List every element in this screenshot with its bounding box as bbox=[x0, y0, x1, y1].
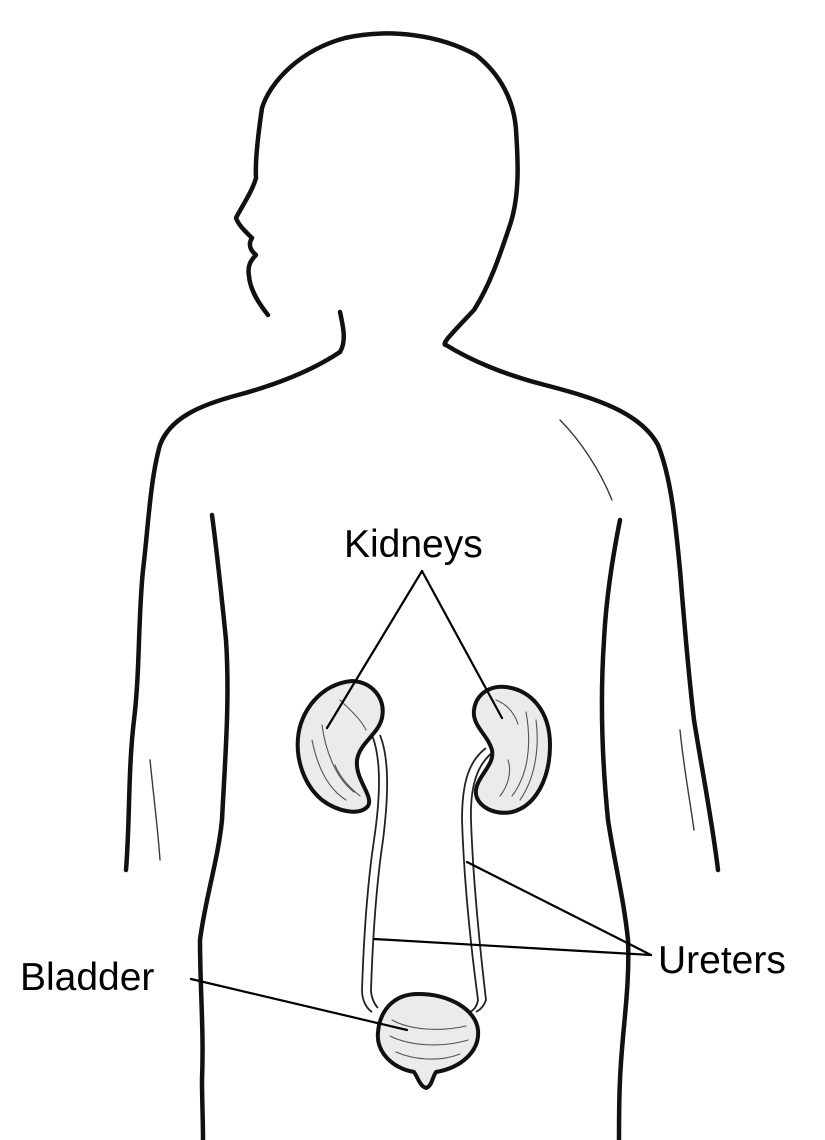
left-ureter bbox=[361, 734, 380, 1013]
kidneys-leader-left bbox=[325, 569, 424, 730]
bladder-label: Bladder bbox=[20, 956, 155, 999]
right-ureter-inner bbox=[470, 751, 494, 1013]
right-kidney-shading-2 bbox=[511, 711, 530, 797]
left-kidney-shape bbox=[295, 679, 385, 814]
head-outline bbox=[233, 31, 520, 348]
leader-lines bbox=[189, 569, 653, 1032]
ureters bbox=[361, 734, 494, 1013]
left-torso-line bbox=[197, 512, 230, 1140]
bladder-leader bbox=[189, 977, 409, 1032]
right-kidney-shading-3 bbox=[495, 699, 519, 725]
kidneys-leader-right bbox=[420, 569, 504, 720]
ureters-leader-lower bbox=[372, 937, 653, 957]
bladder-shading-3 bbox=[395, 1051, 461, 1060]
ureters-leader-upper bbox=[465, 860, 653, 957]
left-kidney-shading-1 bbox=[311, 739, 347, 801]
bladder-shape bbox=[375, 992, 481, 1090]
right-kidney-shading-4 bbox=[499, 759, 511, 797]
right-kidney-shape bbox=[471, 684, 552, 815]
body-silhouette bbox=[123, 31, 721, 1140]
neck-left-line bbox=[337, 309, 346, 355]
left-shoulder-arm-line bbox=[123, 349, 343, 873]
right-ureter bbox=[461, 747, 487, 1013]
right-shoulder-arm-line bbox=[443, 342, 721, 873]
bladder-shading-2 bbox=[389, 1035, 469, 1046]
bladder-shading-1 bbox=[391, 1019, 467, 1030]
left-kidney-shading-2 bbox=[321, 724, 355, 793]
right-kidney-shading-1 bbox=[519, 719, 538, 801]
left-arm-contour bbox=[149, 759, 161, 861]
right-arm-contour bbox=[679, 729, 695, 831]
kidneys-label: Kidneys bbox=[344, 523, 483, 566]
right-kidney bbox=[471, 684, 552, 815]
left-ureter-inner bbox=[370, 734, 389, 1009]
ureters-label: Ureters bbox=[658, 939, 786, 982]
left-kidney-shading-4 bbox=[334, 764, 361, 797]
right-torso-line bbox=[599, 517, 631, 1140]
chest-contour bbox=[559, 419, 613, 501]
left-kidney bbox=[295, 679, 385, 814]
bladder bbox=[375, 992, 481, 1090]
